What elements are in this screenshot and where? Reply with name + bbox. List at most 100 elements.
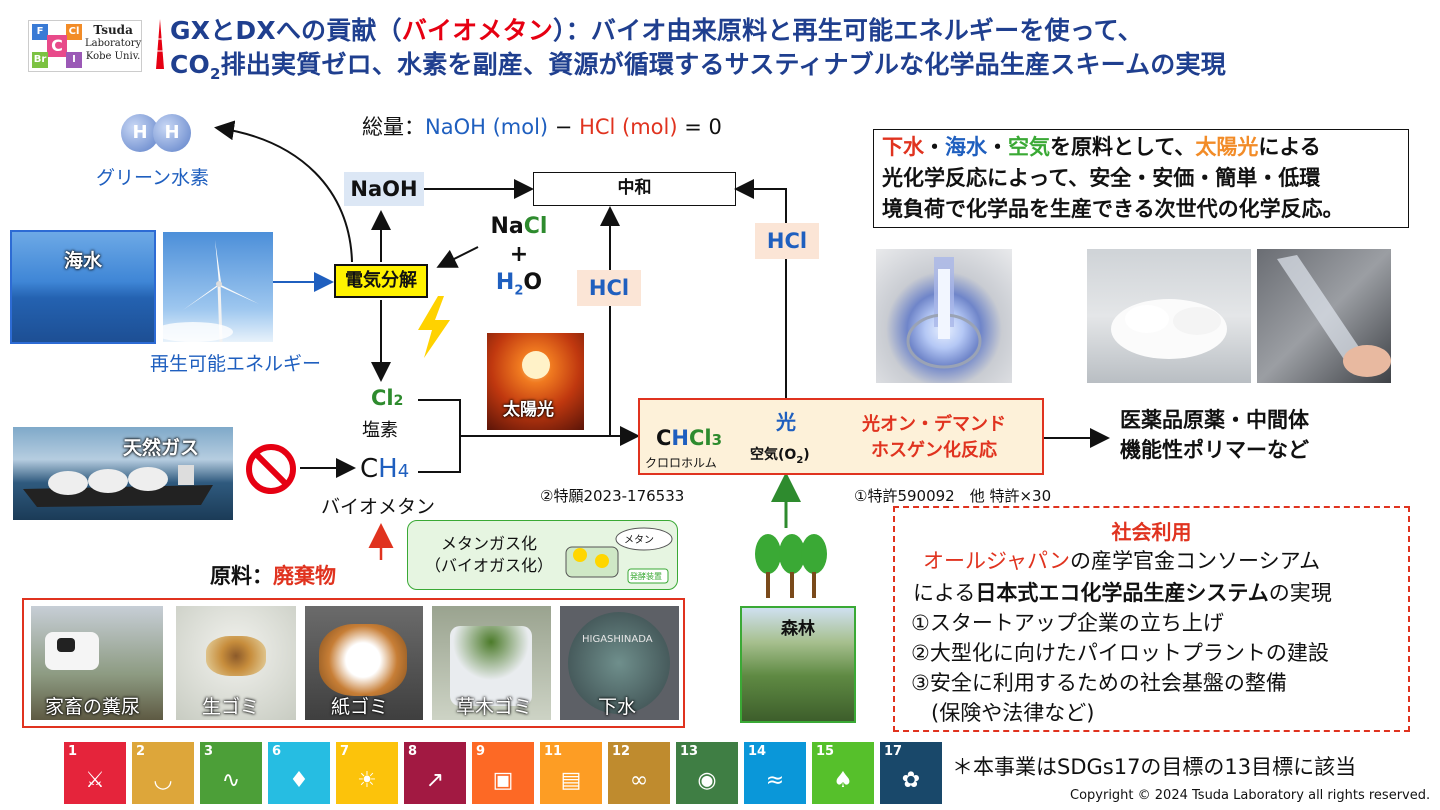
paper-waste-photo: 紙ゴミ — [305, 606, 423, 720]
sunset-photo: 太陽光 — [487, 333, 584, 430]
wind-turbine-icon — [163, 240, 259, 342]
fermenter-icon — [565, 527, 673, 584]
neutralization-box: 中和 — [533, 172, 736, 206]
copyright: Copyright © 2024 Tsuda Laboratory all ri… — [1070, 788, 1431, 803]
bowl-icon: ◡ — [153, 768, 173, 793]
forest-label: 森林 — [781, 619, 815, 639]
sdg-goal-17: 17✿ — [880, 742, 942, 804]
sdg-number: 13 — [680, 744, 699, 759]
sdg-number: 7 — [340, 744, 350, 759]
heartbeat-icon: ∿ — [221, 768, 241, 793]
hcl-tag-left: HCl — [577, 270, 641, 306]
phosgenation-label: 光オン・デマンド ホスゲン化反応 — [862, 414, 1006, 461]
water-drop-icon: ♦ — [289, 768, 309, 793]
sdg-goal-15: 15♠ — [812, 742, 874, 804]
electrolysis-box: 電気分解 — [334, 264, 428, 298]
lng-ship-photo: 天然ガス — [13, 427, 233, 520]
natural-gas-label: 天然ガス — [123, 437, 200, 459]
sdg-goal-12: 12 ∞ — [608, 742, 670, 804]
lab-logo: F Cl C Br I Tsuda Laboratory Kobe Univ. — [28, 19, 164, 72]
raw-material-label: 原料：廃棄物 — [210, 564, 336, 588]
page-title: GXとDXへの貢献（バイオメタン）：バイオ由来原料と再生可能エネルギーを使って、… — [170, 16, 1226, 83]
renewable-label: 再生可能エネルギー — [150, 353, 322, 375]
sun-icon: ☀ — [357, 768, 377, 793]
fish-icon: ≈ — [765, 768, 785, 793]
chlorine-label: 塩素 — [362, 420, 398, 441]
sdg-number: 15 — [816, 744, 835, 759]
ch4-formula: CH4 — [360, 454, 410, 484]
plant-waste-photo: 草木ゴミ — [432, 606, 551, 720]
manhole-text: HIGASHINADA — [582, 634, 653, 645]
photoreactor-photo — [876, 249, 1012, 383]
growth-chart-icon: ↗ — [425, 768, 445, 793]
sdg-number: 6 — [272, 744, 282, 759]
methanation-label: メタンガス化 （バイオガス化） — [424, 534, 553, 575]
social-line2: による日本式エコ化学品生産システムの実現 — [913, 581, 1332, 605]
sdg-goal-1: 1⚔ — [64, 742, 126, 804]
social-item-pilot-plant: ②大型化に向けたパイロットプラントの建設 — [911, 641, 1329, 665]
sdg-goal-8: 8↗ — [404, 742, 466, 804]
sun-icon — [522, 351, 550, 379]
sunlight-label: 太陽光 — [503, 400, 554, 420]
logo-letter-i: I — [66, 52, 82, 68]
sdg-number: 8 — [408, 744, 418, 759]
biomethane-label: バイオメタン — [321, 496, 436, 518]
social-note: (保険や法律など) — [931, 701, 1095, 725]
social-item-infrastructure: ③安全に利用するための社会基盤の整備 — [911, 671, 1287, 695]
methane-fermentation-box: メタンガス化 （バイオガス化） メタン 発酵装置 — [407, 520, 678, 590]
sdg-goal-13: 13 ◉ — [676, 742, 738, 804]
social-heading: 社会利用 — [1111, 520, 1192, 544]
sewage-label: 下水 — [598, 696, 637, 718]
green-hydrogen-label: グリーン水素 — [96, 167, 210, 189]
methane-bubble: メタン — [624, 535, 654, 546]
people-icon: ⚔ — [85, 768, 105, 793]
logo-lab-name: Tsuda Laboratory Kobe Univ. — [85, 23, 142, 63]
logo-letter-f: F — [32, 24, 48, 40]
sdg-goal-2: 2◡ — [132, 742, 194, 804]
lightning-icon — [418, 296, 450, 358]
seawater-photo: 海水 — [10, 230, 156, 344]
city-icon: ▤ — [560, 768, 582, 793]
chcl3-formula: CHCl3 — [656, 426, 723, 450]
sdg-goal-3: 3∿ — [200, 742, 262, 804]
naoh-label: NaOH — [344, 172, 424, 206]
forest-photo: 森林 — [740, 606, 856, 723]
chloroform-label: クロロホルム — [645, 456, 717, 470]
sdg-goal-11: 11▤ — [540, 742, 602, 804]
sdg-goal-14: 14 ≈ — [744, 742, 806, 804]
tower-icon — [156, 19, 164, 69]
cubes-icon: ▣ — [492, 768, 514, 793]
sdg-number: 12 — [612, 744, 631, 759]
sewage-manhole-photo: HIGASHINADA 下水 — [560, 606, 679, 720]
nacl-h2o-label: NaCl + H2O — [490, 214, 548, 299]
livestock-manure-photo: 家畜の糞尿 — [31, 606, 163, 720]
hcl-tag-right: HCl — [755, 223, 819, 259]
plant-waste-label: 草木ゴミ — [456, 696, 533, 718]
feature-description-box: 下水・海水・空気を原料として、太陽光による 光化学反応によって、安全・安価・簡単… — [873, 129, 1409, 228]
film-strip-icon — [1277, 255, 1391, 377]
food-waste-label: 生ゴミ — [202, 696, 260, 718]
forest-trees-icon — [755, 534, 827, 598]
h-atom: H — [121, 114, 159, 152]
patent-application: ②特願2023-176533 — [540, 487, 685, 505]
products-label: 医薬品原薬・中間体 機能性ポリマーなど — [1120, 408, 1309, 462]
social-line1: オールジャパンの産学官金コンソーシアム — [923, 549, 1321, 573]
wind-turbine-photo — [163, 232, 273, 342]
reaction-box: CHCl3 クロロホルム 光 空気(O2) 光オン・デマンド ホスゲン化反応 — [638, 398, 1044, 475]
light-label: 光 — [776, 410, 796, 434]
sdg-number: 2 — [136, 744, 146, 759]
sdg-number: 14 — [748, 744, 767, 759]
seawater-label: 海水 — [64, 250, 103, 272]
air-oxygen-label: 空気(O2) — [750, 447, 810, 466]
flower-ring-icon: ✿ — [901, 768, 921, 793]
paper-waste-label: 紙ゴミ — [331, 696, 389, 718]
reactor-flask-icon — [906, 257, 982, 369]
total-formula: 総量：NaOH (mol) − HCl (mol) = 0 — [362, 115, 722, 139]
infinity-icon: ∞ — [629, 768, 649, 793]
fermenter-tag: 発酵装置 — [630, 572, 662, 581]
sdg-goal-7: 7☀ — [336, 742, 398, 804]
white-powder-icon — [1111, 299, 1227, 359]
logo-letter-c: C — [47, 35, 67, 57]
eye-earth-icon: ◉ — [697, 768, 717, 793]
sdg-note: ＊本事業はSDGs17の目標の13目標に該当 — [952, 755, 1357, 779]
